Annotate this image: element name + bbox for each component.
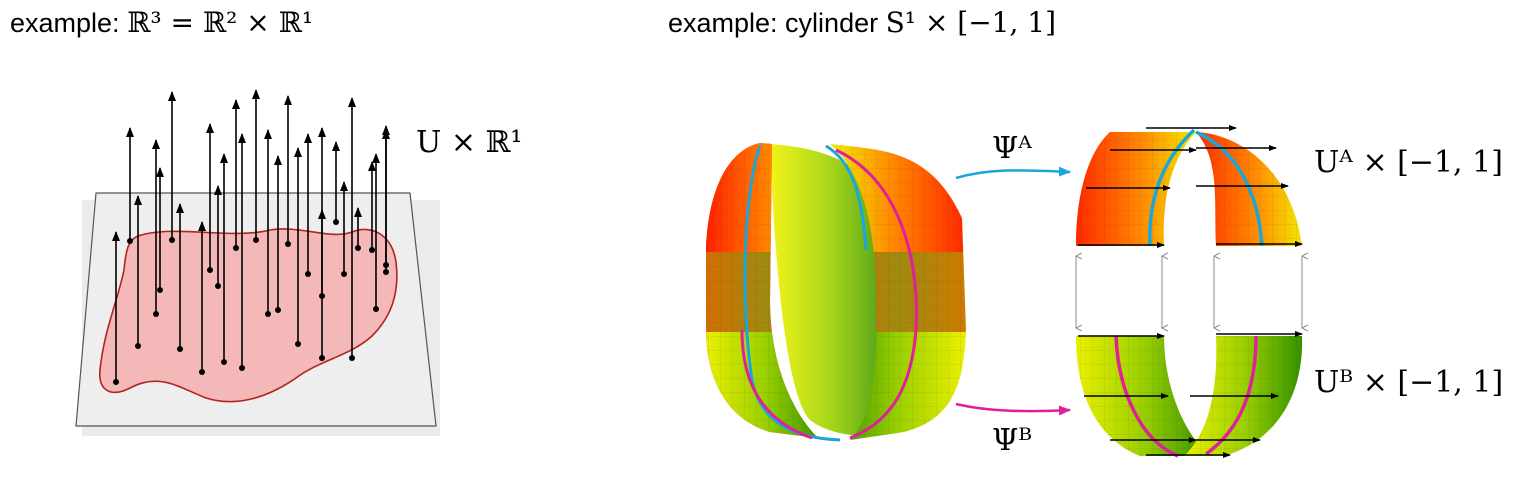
chart-b-pink-curve-right <box>1204 335 1258 456</box>
fiber-base-point <box>127 238 133 244</box>
fiber-base-point <box>383 269 389 275</box>
fiber-base-point <box>275 307 281 313</box>
fiber-base-point <box>157 287 163 293</box>
fiber-arrows <box>112 89 390 385</box>
cylinder-pink-curve-right <box>835 148 918 440</box>
chart-a-blue-curve-left <box>1148 128 1196 247</box>
cylinder-pink-curve-left <box>740 329 813 440</box>
chart-a-label: Uᴬ × [−1, 1] <box>1314 145 1503 180</box>
cylinder-inner-face <box>770 144 896 436</box>
chart-b-pink-curve-left <box>1114 335 1179 458</box>
fiber-base-point <box>355 245 361 251</box>
fiber-base-point <box>333 219 339 225</box>
right-caption-prefix: example: cylinder <box>668 8 879 38</box>
fiber-base-point <box>369 247 375 253</box>
fiber-base-point <box>265 311 271 317</box>
fiber-base-point <box>221 359 227 365</box>
fiber-base-point <box>383 262 389 268</box>
fiber-base-point <box>341 271 347 277</box>
chart-a-blue-curve-right <box>1195 130 1264 247</box>
fiber-base-point <box>305 271 311 277</box>
fiber-base-point <box>319 293 325 299</box>
fiber-base-point <box>177 346 183 352</box>
fiber-label: U × ℝ¹ <box>416 125 522 160</box>
cylinder <box>706 143 966 442</box>
fiber-base-point <box>319 355 325 361</box>
fiber-base-point <box>295 341 301 347</box>
chart-b-label: Uᴮ × [−1, 1] <box>1314 365 1503 400</box>
map-b-arrow <box>955 402 1071 416</box>
map-a-arrow <box>955 166 1071 180</box>
fiber-base-point <box>349 355 355 361</box>
map-b-label: Ψᴮ <box>992 423 1032 458</box>
fiber-base-point <box>135 343 141 349</box>
right-caption: example: cylinder S¹ × [−1, 1] <box>668 6 1056 39</box>
chart-a-piece <box>1076 125 1303 248</box>
left-caption-prefix: example: <box>10 8 120 38</box>
cylinder-blue-curve-top <box>825 144 868 251</box>
fiber-base-point <box>207 267 213 273</box>
chart-b-arrows <box>1078 331 1303 458</box>
map-a-label: Ψᴬ <box>992 131 1032 166</box>
fiber-base-point <box>239 365 245 371</box>
fiber-base-point <box>113 379 119 385</box>
chart-b-piece <box>1076 331 1303 458</box>
fiber-base-point <box>215 283 221 289</box>
left-caption: example: ℝ³ = ℝ² × ℝ¹ <box>10 6 313 39</box>
chart-a-arrows <box>1078 125 1303 248</box>
fiber-base-point <box>233 245 239 251</box>
chart-overlap-links <box>1076 256 1302 328</box>
fiber-base-point <box>253 237 259 243</box>
fiber-base-point <box>373 306 379 312</box>
fiber-base-point <box>199 369 205 375</box>
fiber-base-point <box>153 311 159 317</box>
fiber-base-point <box>285 241 291 247</box>
right-caption-formula: S¹ × [−1, 1] <box>885 6 1057 39</box>
fiber-base-point <box>169 237 175 243</box>
left-caption-formula: ℝ³ = ℝ² × ℝ¹ <box>127 6 314 39</box>
left-diagram <box>75 89 440 436</box>
